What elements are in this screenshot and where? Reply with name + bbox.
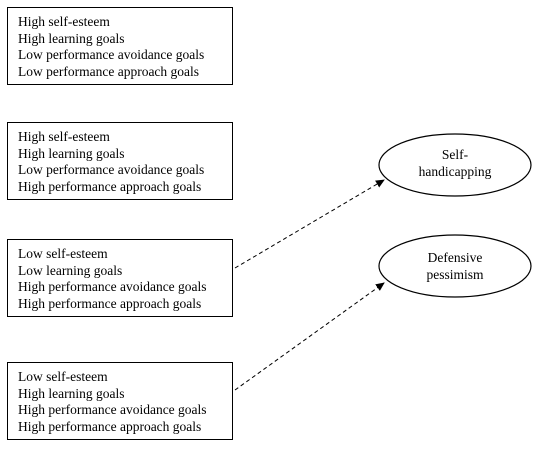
profile-2-line-4: High performance approach goals — [18, 178, 202, 194]
profile-box-2: High self-esteem High learning goals Low… — [7, 122, 233, 200]
arrow-profile-3-to-self-handicapping — [234, 179, 385, 269]
profile-3-line-3: High performance avoidance goals — [18, 279, 207, 295]
profile-box-4: Low self-esteem High learning goals High… — [7, 362, 233, 440]
profile-3-line-2: Low learning goals — [18, 262, 123, 278]
profile-4-line-3: High performance avoidance goals — [18, 402, 207, 418]
profile-3-line-1: Low self-esteem — [18, 246, 108, 261]
defensive-pessimism-node — [378, 234, 532, 298]
defensive-pessimism-label-line-1: Defensive — [427, 250, 483, 265]
arrow-profile-4-to-defensive-pessimism — [234, 282, 385, 391]
profile-4-line-4: High performance approach goals — [18, 418, 202, 434]
profile-4-line-1: Low self-esteem — [18, 369, 108, 384]
self-handicapping-label-line-2: handicapping — [418, 164, 492, 179]
profile-2-line-3: Low performance avoidance goals — [18, 162, 205, 178]
profile-box-1: High self-esteem High learning goals Low… — [7, 7, 233, 85]
profile-box-3: Low self-esteem Low learning goals High … — [7, 239, 233, 317]
self-handicapping-node — [378, 133, 532, 197]
profile-3-line-4: High performance approach goals — [18, 295, 202, 311]
self-handicapping-label-line-1: Self- — [441, 147, 469, 162]
profile-4-line-2: High learning goals — [18, 385, 125, 401]
profile-1-line-3: Low performance avoidance goals — [18, 47, 205, 63]
profile-1-line-2: High learning goals — [18, 30, 125, 46]
defensive-pessimism-label: Defensive pessimism — [395, 249, 515, 283]
profile-1-line-1: High self-esteem — [18, 14, 110, 29]
profile-1-line-4: Low performance approach goals — [18, 63, 200, 79]
profile-2-line-1: High self-esteem — [18, 129, 110, 144]
defensive-pessimism-label-line-2: pessimism — [426, 267, 484, 282]
self-handicapping-label: Self- handicapping — [395, 146, 515, 180]
profile-2-line-2: High learning goals — [18, 145, 125, 161]
